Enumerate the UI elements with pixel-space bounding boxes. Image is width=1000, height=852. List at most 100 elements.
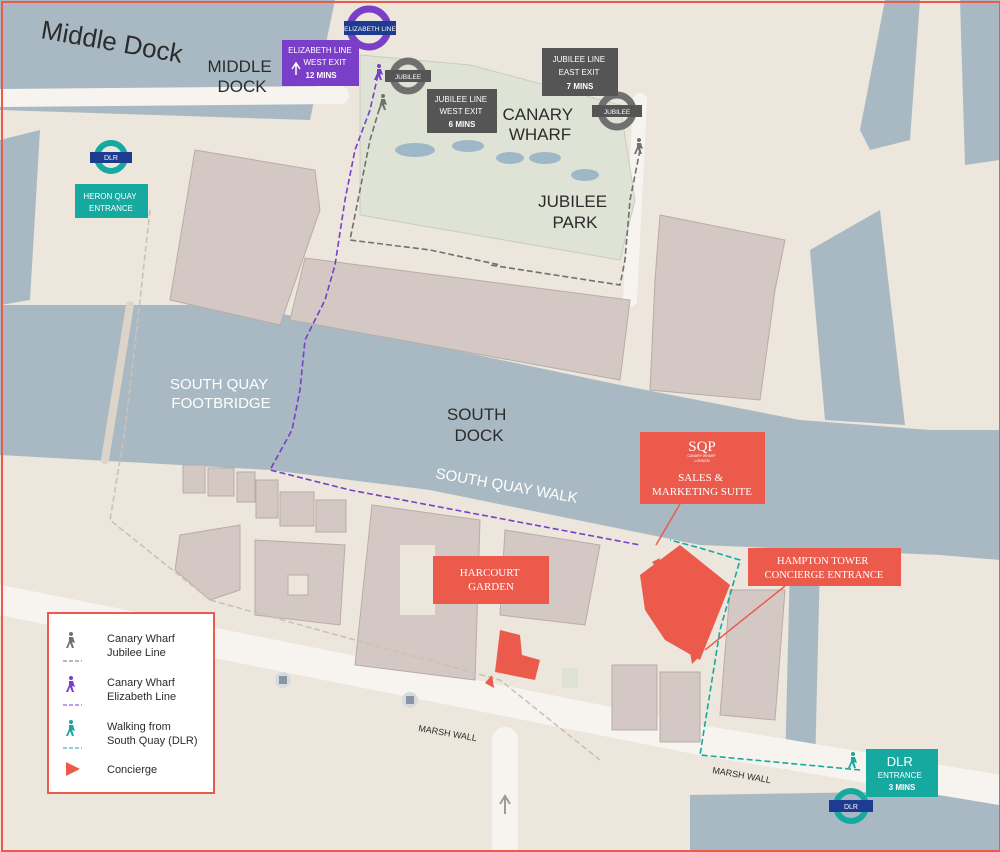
building-small-3: [236, 471, 256, 503]
building-small-6: [315, 499, 347, 533]
walking-person-icon: [634, 138, 643, 154]
dlr-roundel-south-quay[interactable]: DLR: [829, 788, 873, 824]
callout-line: ELIZABETH LINE: [288, 46, 352, 55]
heron-quay-entrance-callout[interactable]: HERON QUAY ENTRANCE: [75, 184, 148, 218]
jubilee-east-roundel-text: JUBILEE: [604, 109, 631, 116]
jubilee-west-exit-callout[interactable]: JUBILEE LINE WEST EXIT 6 MINS: [427, 89, 497, 133]
elizabeth-line-roundel[interactable]: ELIZABETH LINE: [344, 5, 396, 51]
callout-leader: [704, 585, 786, 651]
north-arrow-icon: [291, 61, 301, 75]
building-small-2: [207, 467, 235, 497]
svg-text:HERON QUAY ENTRANCE: HERON QUAY ENTRANCE: [83, 192, 138, 213]
east-dock-north: [860, 0, 920, 150]
sqp-logo: SQP: [688, 439, 716, 455]
callout-line: WEST EXIT: [303, 58, 346, 67]
jubilee-roundel-west[interactable]: JUBILEE: [385, 57, 431, 95]
jubilee-west-route: [349, 99, 501, 266]
building-left-1: [174, 524, 241, 601]
dlr-route: [669, 539, 861, 771]
walking-person-icon: [374, 64, 383, 80]
svg-text:HARCOURT GARDEN: HARCOURT GARDEN: [460, 567, 522, 593]
routes: [109, 74, 861, 771]
middle-dock-label: MIDDLE DOCK: [208, 57, 277, 96]
concierge-triangle-icon: [485, 675, 494, 688]
elizabeth-west-exit-callout[interactable]: ELIZABETH LINE WEST EXIT 12 MINS: [282, 40, 359, 86]
canary-wharf-label: CANARY WHARF: [503, 105, 578, 144]
roundel-bar: [344, 21, 396, 35]
footbridge-path: [101, 301, 134, 464]
east-dock-lower: [810, 210, 905, 425]
dlr-heron-roundel-text: DLR: [104, 155, 118, 162]
walking-person-icon: [66, 632, 75, 648]
north-road: [0, 86, 349, 107]
callout-leader: [655, 503, 681, 546]
svg-text:DLR ENTRANCE 3 MIN: DLR ENTRANCE 3 MINS: [878, 753, 926, 792]
dlr-roundel-heron-quay[interactable]: DLR: [90, 140, 132, 174]
building-south-2: [659, 671, 701, 743]
dlr-entrance-callout[interactable]: DLR ENTRANCE 3 MINS: [866, 749, 938, 797]
callout-line: 12 MINS: [305, 71, 337, 80]
svg-text:HAMPTON TOWER CONCIERGE: HAMPTON TOWER CONCIERGE ENTRANCE: [765, 556, 884, 581]
svg-text:Concierge: Concierge: [107, 764, 157, 776]
heron-quay-route: [109, 209, 601, 761]
walking-person-icon: [848, 752, 857, 768]
bus-icons: [275, 672, 418, 708]
green-square: [562, 668, 578, 688]
building-south-1: [611, 664, 658, 731]
building-east-tower: [719, 589, 786, 721]
building-river-north: [289, 257, 631, 381]
jubilee-east-route: [489, 149, 641, 286]
park-ponds: [395, 140, 599, 181]
elizabeth-route: [268, 74, 641, 546]
svg-text:ELIZABETH LINE WEST EXIT: ELIZABETH LINE WEST EXIT 12 MINS: [288, 46, 354, 80]
concierge-markers: [485, 558, 700, 688]
highlighted-buildings: [495, 545, 730, 680]
svg-text:CANARY WHARF LONDON: CANARY WHARF LONDON: [687, 454, 716, 463]
dlr-south-roundel-text: DLR: [844, 804, 858, 811]
walking-person-icon: [378, 94, 387, 110]
buildings: [169, 149, 786, 743]
building-left-2-courtyard: [287, 574, 309, 596]
walking-person-icon: [66, 676, 75, 692]
harcourt-garden-callout[interactable]: HARCOURT GARDEN: [433, 556, 549, 604]
north-arrow-icon: [499, 794, 511, 814]
walking-icons: [374, 64, 857, 768]
hampton-tower-building: [640, 545, 730, 660]
building-center-courtyard: [400, 545, 435, 615]
building-small-4: [255, 479, 279, 519]
legend-item-concierge: Concierge: [66, 762, 157, 776]
building-nw: [169, 149, 321, 326]
concierge-triangle-icon: [690, 652, 700, 664]
harcourt-garden-building: [495, 630, 540, 680]
east-dock-right: [960, 0, 1000, 165]
svg-text:JUBILEE LINE WEST EXIT: JUBILEE LINE WEST EXIT 6 MINS: [435, 95, 490, 129]
walking-person-icon: [66, 720, 75, 736]
svg-text:SALES & MARKETING SUITE: SALES & MARKETING SUITE: [652, 472, 752, 498]
south-quay-footbridge-label: SOUTH QUAY FOOTBRIDGE: [170, 376, 272, 412]
hampton-tower-callout[interactable]: HAMPTON TOWER CONCIERGE ENTRANCE: [704, 548, 901, 651]
bus-icon: [275, 672, 291, 688]
concierge-triangle-icon: [652, 558, 660, 570]
svg-text:JUBILEE LINE EAST EXIT: JUBILEE LINE EAST EXIT 7 MINS: [553, 55, 608, 91]
building-small-1: [182, 464, 206, 494]
jubilee-park-label: JUBILEE PARK: [538, 192, 612, 232]
jubilee-east-exit-callout[interactable]: JUBILEE LINE EAST EXIT 7 MINS: [542, 48, 618, 96]
concierge-triangle-icon: [66, 762, 80, 776]
elizabeth-roundel-text: ELIZABETH LINE: [344, 26, 396, 33]
bus-icon: [402, 692, 418, 708]
jubilee-west-roundel-text: JUBILEE: [395, 74, 422, 81]
building-small-5: [279, 491, 315, 527]
sales-marketing-suite-callout[interactable]: SQP CANARY WHARF LONDON SALES & MARKETIN…: [640, 432, 765, 546]
south-dock-label: SOUTH DOCK: [447, 405, 511, 445]
east-dock-south: [785, 560, 820, 770]
building-ne: [649, 214, 786, 401]
west-dock-water: [0, 130, 40, 305]
